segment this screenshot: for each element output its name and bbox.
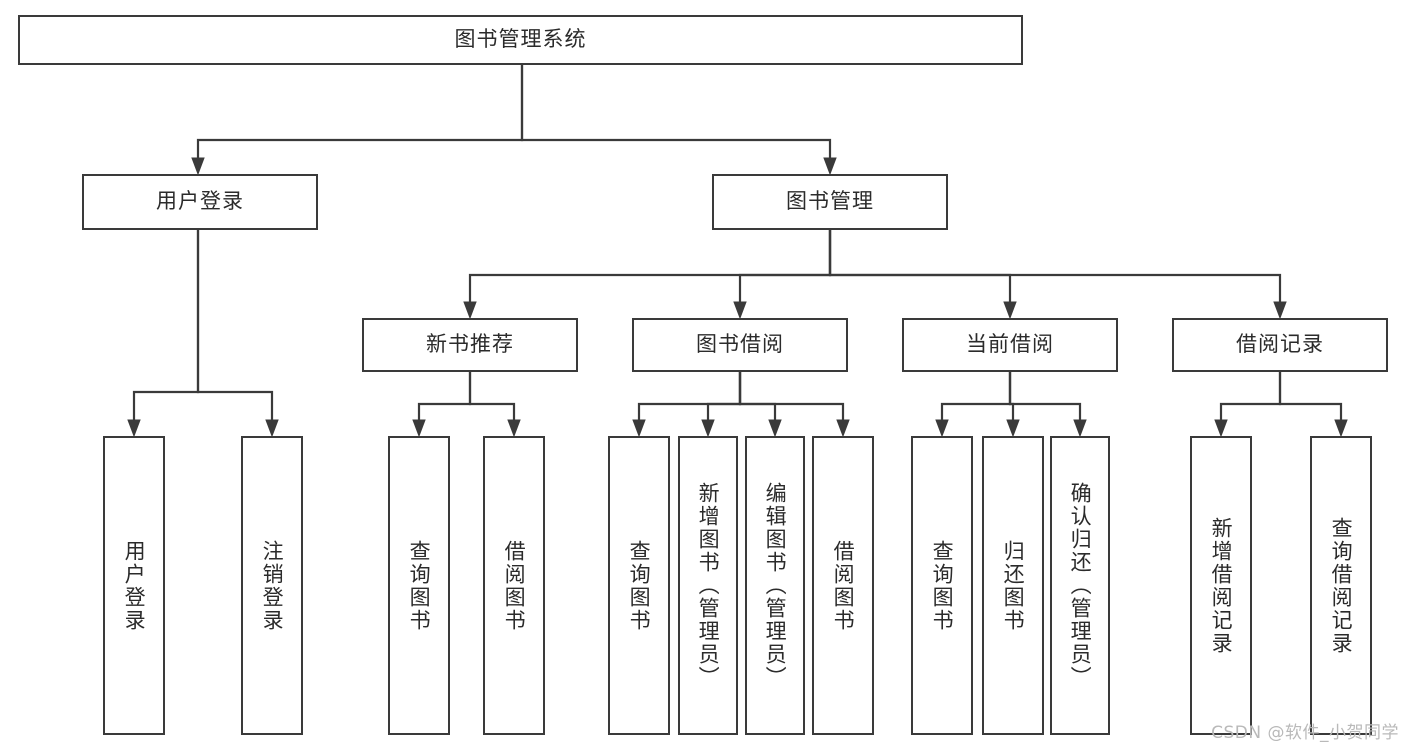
leaf-query-borrow-record[interactable]: 查询借阅记录 — [1310, 436, 1372, 735]
node-label: 图书借阅 — [696, 332, 784, 357]
leaf-user-login[interactable]: 用户登录 — [103, 436, 165, 735]
node-label: 当前借阅 — [966, 332, 1054, 357]
leaf-borrow-book-borrowing[interactable]: 借阅图书 — [812, 436, 874, 735]
leaf-query-book-current[interactable]: 查询图书 — [911, 436, 973, 735]
node-label: 新增图书（管理员） — [696, 482, 721, 689]
csdn-watermark: CSDN @软件_小贺同学 — [1211, 723, 1399, 743]
leaf-confirm-return-admin[interactable]: 确认归还（管理员） — [1050, 436, 1110, 735]
leaf-return-book[interactable]: 归还图书 — [982, 436, 1044, 735]
node-label: 用户登录 — [122, 539, 147, 632]
node-label: 新增借阅记录 — [1209, 516, 1234, 655]
node-borrowing-records[interactable]: 借阅记录 — [1172, 318, 1388, 372]
node-label: 编辑图书（管理员） — [763, 482, 788, 689]
node-label: 借阅图书 — [502, 539, 527, 632]
node-label: 归还图书 — [1001, 539, 1026, 632]
node-book-management[interactable]: 图书管理 — [712, 174, 948, 230]
node-label: 图书管理系统 — [454, 27, 587, 52]
leaf-add-borrow-record[interactable]: 新增借阅记录 — [1190, 436, 1252, 735]
leaf-add-book-admin[interactable]: 新增图书（管理员） — [678, 436, 738, 735]
node-label: 借阅图书 — [831, 539, 856, 632]
node-label: 注销登录 — [260, 539, 285, 632]
node-label: 查询图书 — [407, 539, 432, 632]
node-label: 查询借阅记录 — [1329, 516, 1354, 655]
node-label: 用户登录 — [156, 189, 244, 214]
node-book-borrowing[interactable]: 图书借阅 — [632, 318, 848, 372]
leaf-query-book-borrowing[interactable]: 查询图书 — [608, 436, 670, 735]
node-current-borrowing[interactable]: 当前借阅 — [902, 318, 1118, 372]
leaf-borrow-book-recommendation[interactable]: 借阅图书 — [483, 436, 545, 735]
leaf-edit-book-admin[interactable]: 编辑图书（管理员） — [745, 436, 805, 735]
node-label: 查询图书 — [930, 539, 955, 632]
node-root-system[interactable]: 图书管理系统 — [18, 15, 1023, 65]
node-label: 查询图书 — [627, 539, 652, 632]
node-label: 图书管理 — [786, 189, 874, 214]
leaf-logout[interactable]: 注销登录 — [241, 436, 303, 735]
node-label: 确认归还（管理员） — [1068, 482, 1093, 689]
node-new-book-recommendation[interactable]: 新书推荐 — [362, 318, 578, 372]
node-label: 借阅记录 — [1236, 332, 1324, 357]
node-label: 新书推荐 — [426, 332, 514, 357]
leaf-query-book-recommendation[interactable]: 查询图书 — [388, 436, 450, 735]
node-user-login[interactable]: 用户登录 — [82, 174, 318, 230]
